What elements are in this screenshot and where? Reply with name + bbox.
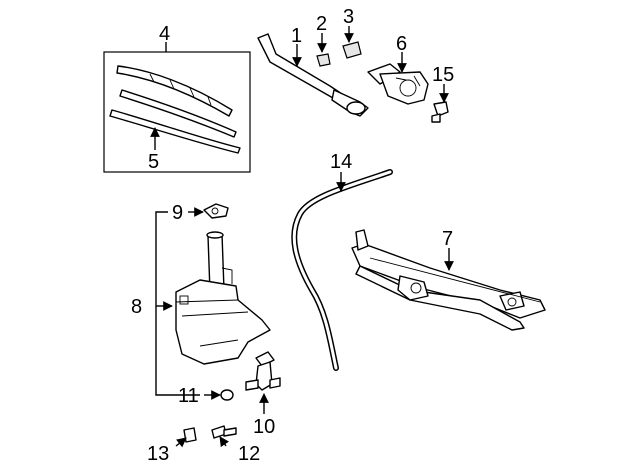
nut-icon: [183, 427, 197, 443]
bracket-icon: [431, 101, 449, 123]
callout-13: 13: [147, 443, 169, 465]
callout-5: 5: [148, 151, 159, 173]
wiper-arm-icon: [257, 33, 369, 117]
callout-14: 14: [330, 151, 352, 173]
callout-12: 12: [238, 443, 260, 465]
cover-icon: [342, 41, 362, 59]
callout-9: 9: [172, 202, 183, 224]
grommet-icon: [220, 389, 234, 401]
wiper-linkage-icon: [351, 229, 546, 331]
wiper-blade-group: [103, 51, 251, 173]
wiper-motor-icon: [367, 63, 429, 105]
wiper-blade-icon: [116, 65, 237, 138]
callout-3: 3: [343, 6, 354, 28]
seal-icon: [203, 203, 229, 219]
callout-6: 6: [396, 33, 407, 55]
cap-icon: [316, 53, 331, 67]
callout-7: 7: [442, 228, 453, 250]
bolt-icon: [211, 425, 237, 439]
callout-15: 15: [432, 64, 454, 86]
blade-insert-icon: [109, 109, 241, 154]
callout-8: 8: [131, 296, 142, 318]
callout-1: 1: [291, 25, 302, 47]
callout-11: 11: [178, 385, 199, 407]
callout-2: 2: [316, 13, 327, 35]
washer-pump-icon: [245, 351, 281, 391]
washer-reservoir-icon: [175, 231, 271, 365]
callout-10: 10: [253, 416, 275, 438]
callout-4: 4: [159, 23, 170, 45]
